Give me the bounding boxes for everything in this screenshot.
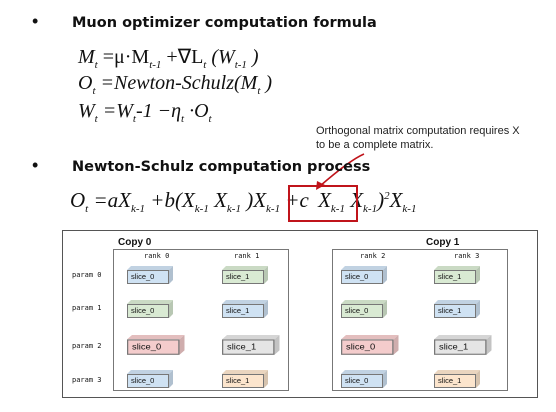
- slice-label: slice_1: [434, 304, 476, 318]
- slice-block-top: [222, 335, 280, 339]
- slice-block-top: [222, 370, 268, 374]
- slice-block-side: [383, 370, 387, 388]
- slice-block-top: [127, 266, 173, 270]
- slice-block-side: [476, 370, 480, 388]
- rank-0-label: rank 0: [144, 252, 170, 260]
- copy-1-panel: [332, 249, 508, 391]
- slice-block-side: [169, 266, 173, 284]
- slice-block-side: [180, 335, 185, 355]
- slice-block: slice_0: [341, 370, 387, 388]
- param-3-label: param 3: [72, 376, 102, 384]
- slice-block-top: [127, 335, 185, 339]
- slice-block-side: [383, 300, 387, 318]
- param-1-label: param 1: [72, 304, 102, 312]
- slice-block-top: [434, 300, 480, 304]
- slice-label: slice_1: [434, 374, 476, 388]
- slice-label: slice_1: [222, 304, 264, 318]
- slice-block: slice_0: [341, 335, 399, 355]
- slice-block: slice_1: [434, 370, 480, 388]
- param-0-label: param 0: [72, 271, 102, 279]
- slice-block: slice_0: [127, 370, 173, 388]
- slice-block-top: [434, 370, 480, 374]
- highlight-box: [288, 185, 358, 222]
- copy-0-label: Copy 0: [118, 237, 152, 248]
- slice-block-side: [264, 300, 268, 318]
- slice-block: slice_0: [341, 266, 387, 284]
- slice-block-top: [341, 370, 387, 374]
- slice-label: slice_0: [127, 339, 180, 355]
- slice-block-top: [222, 300, 268, 304]
- slice-block-top: [341, 300, 387, 304]
- diagram-frame: [62, 230, 538, 398]
- slice-block-side: [264, 370, 268, 388]
- formula-momentum: Mt =μ·Mt-1 +∇Lt (Wt-1 ): [78, 46, 259, 71]
- slice-label: slice_1: [222, 339, 275, 355]
- section-title-newton-schulz: Newton-Schulz computation process: [72, 159, 371, 175]
- slice-block: slice_1: [222, 335, 280, 355]
- slice-block-top: [222, 266, 268, 270]
- slice-block-side: [264, 266, 268, 284]
- slice-label: slice_1: [222, 270, 264, 284]
- slice-block-top: [434, 266, 480, 270]
- formula-orthogonalize: Ot =Newton-Schulz(Mt ): [78, 72, 273, 97]
- slice-label: slice_0: [127, 374, 169, 388]
- slice-label: slice_1: [222, 374, 264, 388]
- slice-label: slice_1: [434, 270, 476, 284]
- slice-label: slice_0: [341, 304, 383, 318]
- slice-block: slice_1: [222, 266, 268, 284]
- copy-1-label: Copy 1: [426, 237, 460, 248]
- slice-block-top: [341, 266, 387, 270]
- copy-0-panel: [113, 249, 289, 391]
- annotation-line-2: to be a complete matrix.: [316, 139, 434, 151]
- param-2-label: param 2: [72, 342, 102, 350]
- slice-block-side: [487, 335, 492, 355]
- rank-3-label: rank 3: [454, 252, 480, 260]
- slice-block-side: [383, 266, 387, 284]
- slice-block: slice_1: [222, 300, 268, 318]
- rank-2-label: rank 2: [360, 252, 386, 260]
- slice-label: slice_0: [127, 270, 169, 284]
- slice-block: slice_1: [222, 370, 268, 388]
- bullet-2: •: [32, 155, 39, 175]
- slice-block-side: [394, 335, 399, 355]
- slice-label: slice_0: [341, 339, 394, 355]
- slice-block-top: [127, 300, 173, 304]
- slice-label: slice_1: [434, 339, 487, 355]
- slice-block-top: [434, 335, 492, 339]
- formula-update: Wt =Wt-1 −ηt ·Ot: [78, 100, 212, 125]
- annotation-line-1: Orthogonal matrix computation requires X: [316, 125, 520, 137]
- bullet-1: •: [32, 11, 39, 31]
- slice-block: slice_0: [341, 300, 387, 318]
- slice-block: slice_1: [434, 300, 480, 318]
- section-title-muon: Muon optimizer computation formula: [72, 15, 377, 31]
- slice-block-side: [476, 300, 480, 318]
- slice-block: slice_0: [127, 335, 185, 355]
- slice-block: slice_0: [127, 266, 173, 284]
- slice-block: slice_1: [434, 335, 492, 355]
- slice-block-top: [341, 335, 399, 339]
- slice-block: slice_0: [127, 300, 173, 318]
- slice-block-side: [169, 300, 173, 318]
- slice-label: slice_0: [127, 304, 169, 318]
- annotation-note: Orthogonal matrix computation requires X…: [316, 124, 520, 152]
- formula-newton-schulz: Ot =aXk-1 +b(Xk-1 Xk-1 )Xk-1 +c Xk-1 Xk-…: [70, 188, 417, 216]
- slice-block-side: [476, 266, 480, 284]
- slice-block-side: [169, 370, 173, 388]
- slice-label: slice_0: [341, 270, 383, 284]
- slice-block: slice_1: [434, 266, 480, 284]
- slice-block-top: [127, 370, 173, 374]
- rank-1-label: rank 1: [234, 252, 260, 260]
- slice-block-side: [275, 335, 280, 355]
- slice-label: slice_0: [341, 374, 383, 388]
